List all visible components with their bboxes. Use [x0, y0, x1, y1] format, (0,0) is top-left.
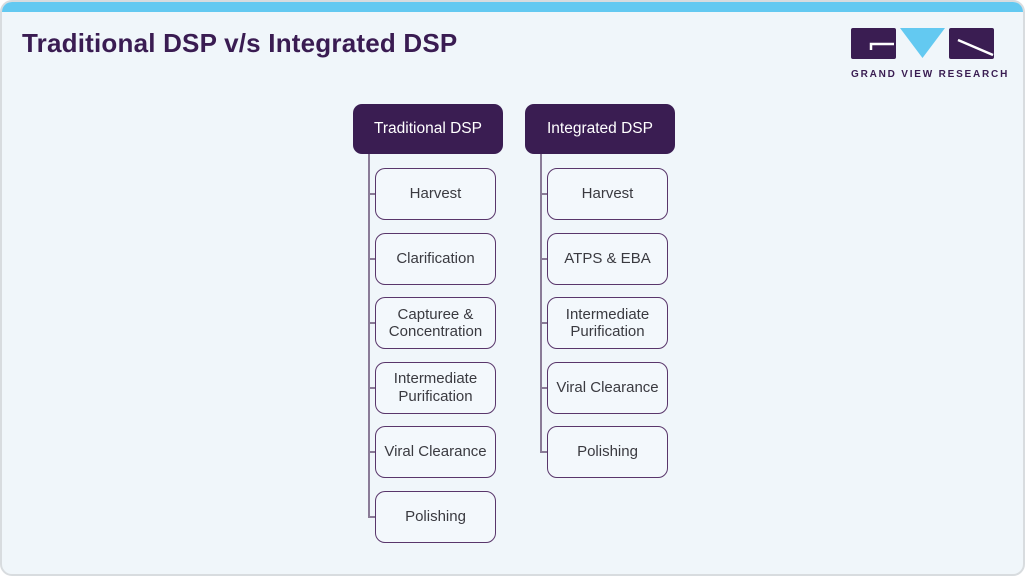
- process-step: Polishing: [539, 426, 668, 478]
- process-step: Intermediate Purification: [367, 361, 496, 414]
- top-accent-bar: [2, 2, 1023, 12]
- process-step: Viral Clearance: [367, 426, 496, 478]
- process-step: Polishing: [367, 490, 496, 543]
- page-title: Traditional DSP v/s Integrated DSP: [22, 28, 458, 58]
- tree-traditional-dsp: Traditional DSP Harvest Clarification Ca…: [353, 104, 503, 543]
- connector-line: [540, 154, 542, 452]
- brand-logo: GRAND VIEW RESEARCH: [851, 28, 1010, 80]
- process-step: Viral Clearance: [539, 361, 668, 414]
- process-step: Clarification: [367, 232, 496, 285]
- tree-header-traditional-dsp: Traditional DSP: [353, 104, 503, 154]
- step-list: Harvest ATPS & EBA Intermediate Purifica…: [539, 168, 668, 478]
- gvr-logo-icon: [851, 28, 994, 59]
- process-step: ATPS & EBA: [539, 232, 668, 285]
- tree-integrated-dsp: Integrated DSP Harvest ATPS & EBA Interm…: [525, 104, 675, 478]
- brand-name: GRAND VIEW RESEARCH: [851, 69, 1010, 80]
- tree-header-integrated-dsp: Integrated DSP: [525, 104, 675, 154]
- process-step: Capturee & Concentration: [367, 297, 496, 349]
- process-step: Harvest: [539, 168, 668, 220]
- connector-line: [368, 154, 370, 517]
- process-step: Harvest: [367, 168, 496, 220]
- process-step: Intermediate Purification: [539, 297, 668, 349]
- step-list: Harvest Clarification Capturee & Concent…: [367, 168, 496, 543]
